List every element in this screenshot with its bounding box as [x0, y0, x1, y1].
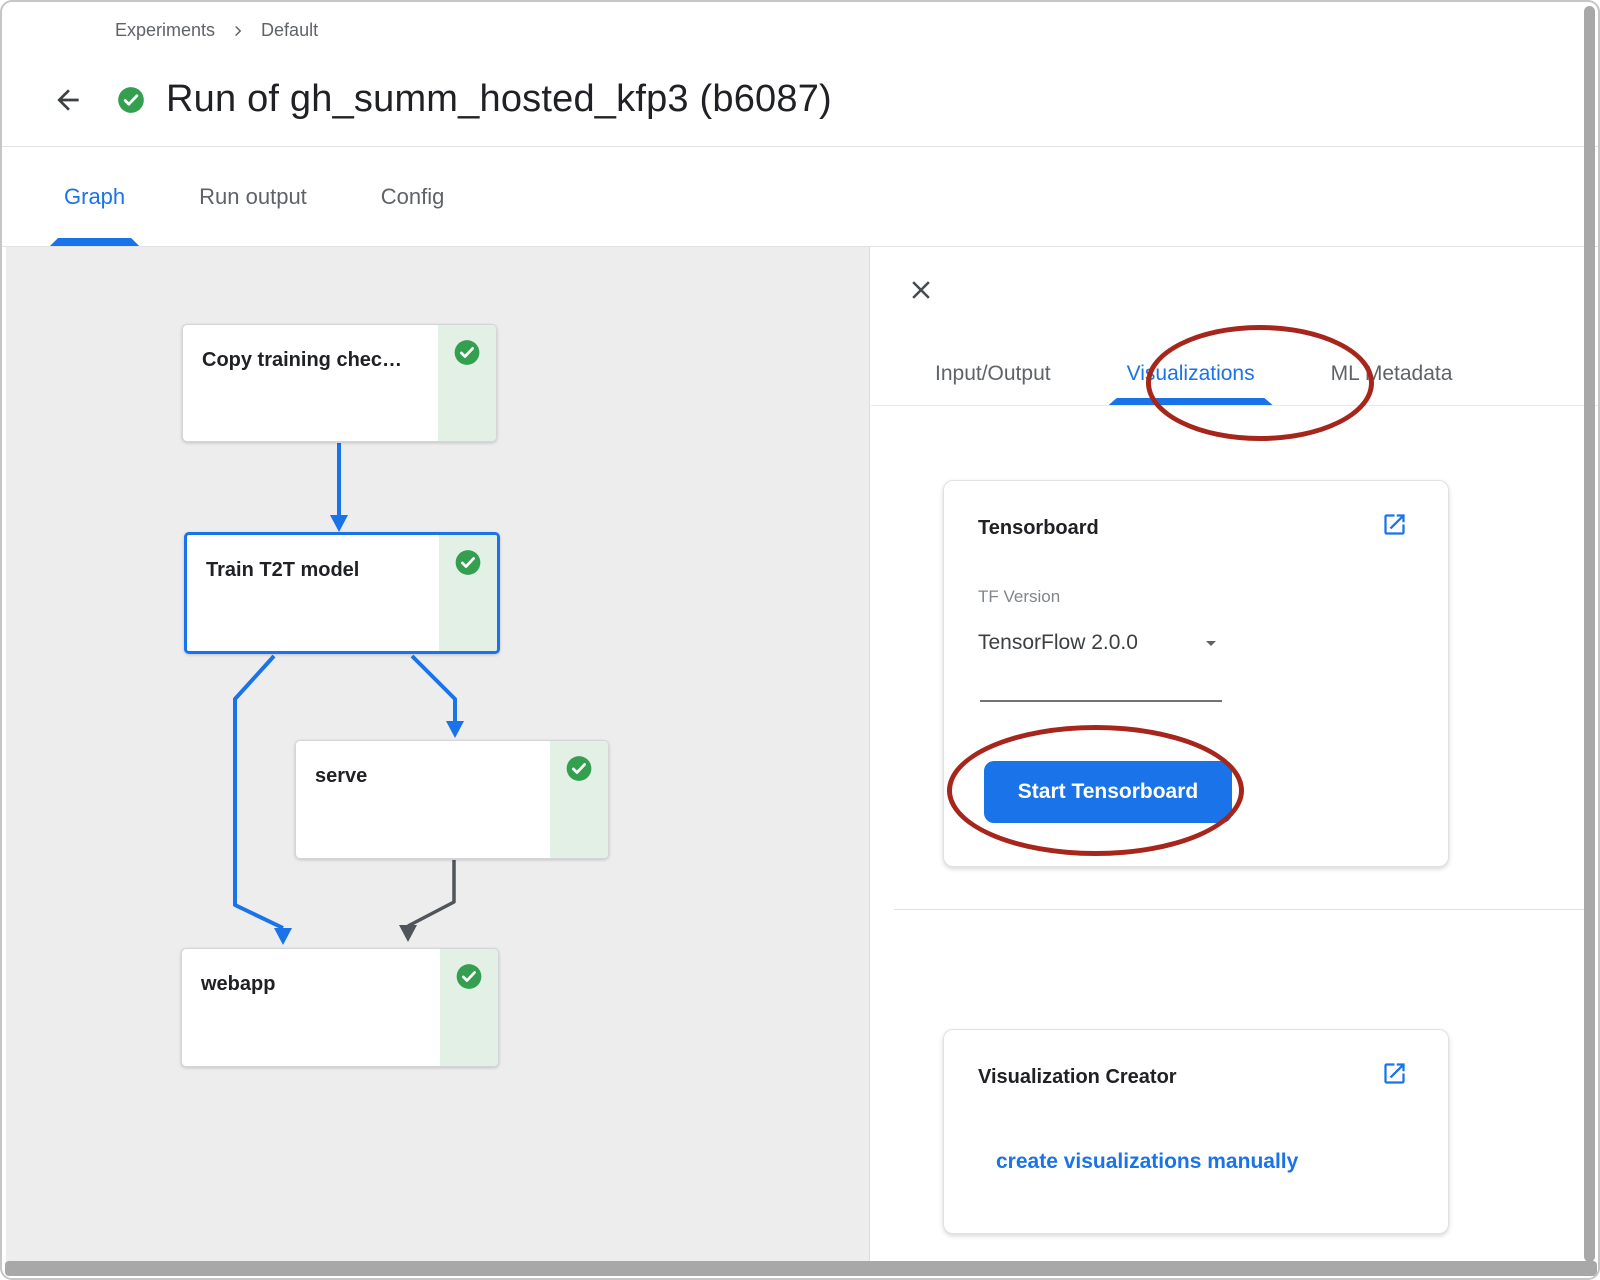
vertical-scrollbar[interactable] [1584, 6, 1595, 1262]
tensorboard-open-in-new-button[interactable] [1381, 511, 1408, 538]
start-tensorboard-button[interactable]: Start Tensorboard [984, 761, 1232, 823]
tensorboard-card-title: Tensorboard [978, 517, 1099, 539]
detail-tabbar: Input/Output Visualizations ML Metadata [871, 342, 1598, 405]
tab-run-output[interactable]: Run output [185, 147, 321, 246]
tab-run-output-label: Run output [199, 183, 307, 209]
run-status-check-circle-icon [118, 86, 144, 113]
graph-node-webapp[interactable]: webapp [181, 948, 499, 1067]
tf-version-value: TensorFlow 2.0.0 [978, 631, 1138, 654]
node-status-strip [438, 325, 496, 441]
node-label: serve [315, 765, 368, 787]
arrowhead [446, 721, 464, 738]
tabbar-divider [2, 246, 1598, 247]
graph-edges [233, 443, 464, 945]
graph-node-serve[interactable]: serve [295, 740, 609, 859]
node-status-strip [440, 949, 498, 1066]
detail-tabbar-divider [871, 405, 1598, 406]
arrow-back-icon [57, 88, 79, 111]
tf-version-underline [980, 700, 1222, 702]
edge-train-serve [410, 654, 457, 721]
check-circle-icon [456, 964, 482, 989]
node-status-strip [550, 741, 608, 858]
edge-train-webapp [233, 654, 284, 930]
tab-ml-metadata[interactable]: ML Metadata [1313, 342, 1471, 405]
page-title: Run of gh_summ_hosted_kfp3 (b6087) [166, 78, 832, 120]
tab-visualizations[interactable]: Visualizations [1108, 342, 1273, 405]
tab-visualizations-inkbar [1108, 398, 1273, 405]
tf-version-select[interactable]: TensorFlow 2.0.0 [978, 631, 1223, 655]
graph-node-copy-training-checkpoint[interactable]: Copy training chec… [182, 324, 497, 442]
tab-config[interactable]: Config [367, 147, 459, 246]
chevron-right-icon [235, 25, 242, 36]
panel-section-divider [894, 909, 1594, 910]
arrow-drop-down-icon [1206, 641, 1216, 646]
arrowhead [274, 928, 292, 945]
tab-graph-inkbar [50, 238, 140, 246]
breadcrumb-default[interactable]: Default [261, 20, 319, 40]
tab-graph-label: Graph [64, 183, 126, 209]
tab-config-label: Config [380, 183, 445, 209]
check-circle-icon [566, 756, 592, 781]
check-circle-icon [454, 340, 480, 365]
tab-visualizations-label: Visualizations [1126, 361, 1255, 385]
back-button[interactable] [52, 84, 84, 116]
node-label: Train T2T model [206, 559, 360, 581]
pipeline-graph-pane: Copy training chec… Train T2T model serv… [6, 247, 870, 1264]
visualization-creator-title: Visualization Creator [978, 1066, 1177, 1088]
visualization-creator-card: Visualization Creator create visualizati… [943, 1029, 1449, 1234]
tensorboard-card: Tensorboard TF Version TensorFlow 2.0.0 … [943, 480, 1449, 867]
run-header: Run of gh_summ_hosted_kfp3 (b6087) [52, 78, 832, 121]
visualization-creator-open-in-new-button[interactable] [1381, 1060, 1408, 1087]
arrowhead [399, 925, 417, 942]
close-panel-button[interactable] [904, 274, 938, 308]
tf-version-label: TF Version [978, 587, 1061, 606]
breadcrumb: Experiments Default [115, 20, 318, 41]
horizontal-scrollbar[interactable] [5, 1261, 1597, 1276]
open-in-new-icon [1384, 1063, 1405, 1084]
header-divider [2, 146, 1598, 147]
tab-graph[interactable]: Graph [50, 147, 140, 246]
close-icon [912, 280, 930, 299]
arrowhead [330, 515, 348, 532]
breadcrumb-experiments[interactable]: Experiments [115, 20, 216, 40]
tab-input-output[interactable]: Input/Output [917, 342, 1069, 405]
tab-input-output-label: Input/Output [935, 361, 1051, 385]
tab-ml-metadata-label: ML Metadata [1330, 361, 1453, 385]
open-in-new-icon [1384, 514, 1405, 535]
create-visualizations-manually-link[interactable]: create visualizations manually [996, 1150, 1299, 1173]
run-tabbar: Graph Run output Config [2, 147, 1598, 246]
node-detail-panel: Input/Output Visualizations ML Metadata … [871, 247, 1598, 1264]
edge-serve-webapp [407, 860, 456, 928]
node-label: webapp [201, 973, 276, 995]
node-status-strip [439, 535, 497, 651]
check-circle-icon [455, 550, 481, 575]
graph-node-train-t2t-model[interactable]: Train T2T model [184, 532, 500, 654]
node-label: Copy training chec… [202, 349, 403, 371]
